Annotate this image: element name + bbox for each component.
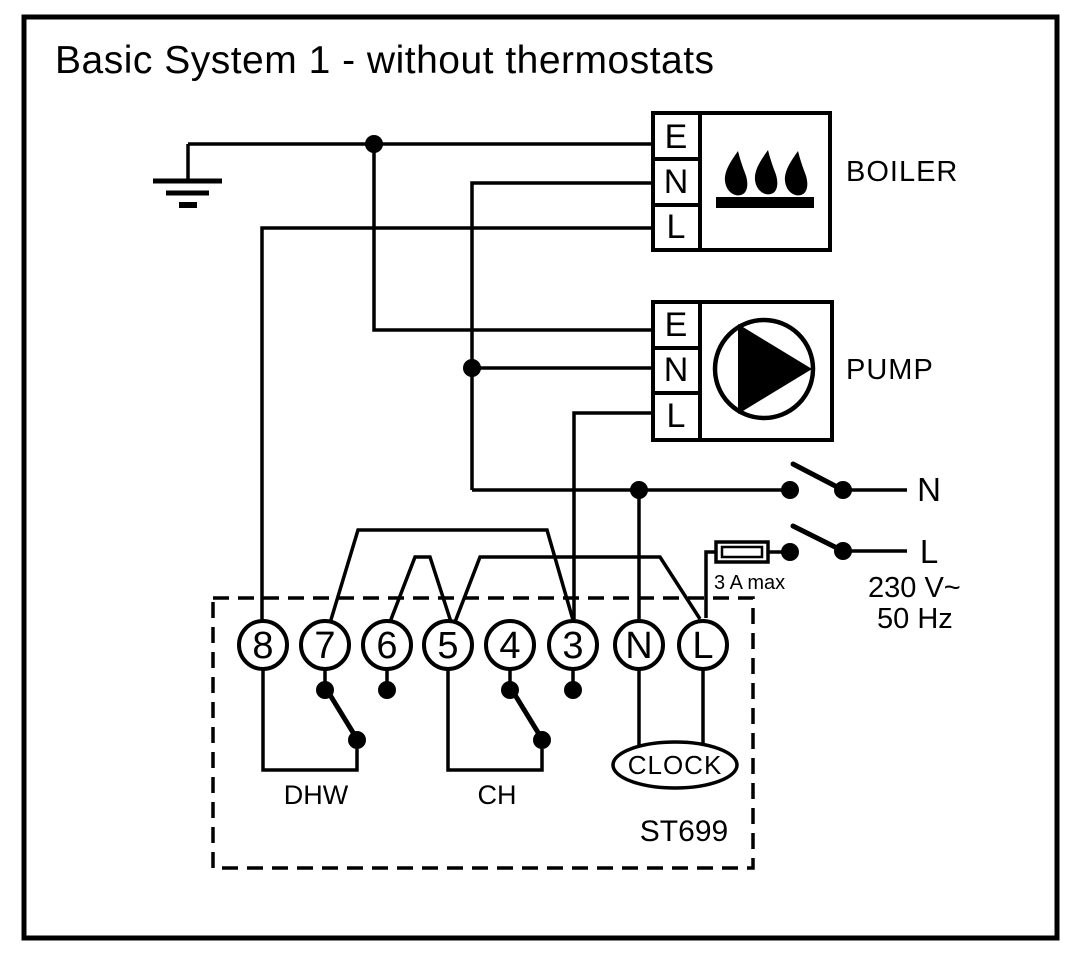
pump-terminal-l: L (667, 397, 686, 435)
junction-dot (365, 135, 383, 153)
boiler-box (651, 111, 832, 252)
boiler-terminal-l: L (667, 208, 686, 246)
link-6-to-5 (388, 555, 453, 623)
ch-label: CH (478, 780, 517, 810)
terminal-5: 5 (422, 619, 474, 671)
boiler-terminal-n: N (664, 163, 689, 201)
clock: CLOCK (611, 669, 739, 790)
live-isolator-switch: 3 A max L 230 V~ 50 Hz (714, 523, 961, 635)
pump-label: PUMP (846, 354, 934, 386)
supply-voltage-label: 230 V~ (868, 572, 961, 604)
terminal-8: 8 (237, 619, 289, 671)
link-7-to-3 (328, 528, 575, 624)
svg-text:8: 8 (252, 625, 273, 667)
boiler-terminal-e: E (665, 118, 688, 156)
terminal-3: 3 (547, 619, 599, 671)
svg-text:4: 4 (499, 625, 520, 667)
svg-text:N: N (625, 625, 652, 667)
junction-dot (463, 359, 481, 377)
programmer-model-label: ST699 (640, 815, 728, 848)
pump-unit: E N L PUMP (651, 300, 934, 442)
supply-frequency-label: 50 Hz (877, 603, 953, 635)
wire-fuse-to-terminal-l (704, 550, 716, 618)
clock-ellipse (611, 740, 739, 790)
wires (188, 135, 790, 622)
wire-boiler-l-to-8 (260, 226, 653, 622)
terminal-7: 7 (299, 619, 351, 671)
terminal-links (328, 528, 702, 624)
svg-text:3: 3 (562, 625, 583, 667)
clock-label: CLOCK (628, 750, 723, 780)
terminal-n: N (613, 619, 665, 671)
fuse-rating-label: 3 A max (714, 572, 785, 594)
dhw-switch: DHW (261, 669, 396, 810)
programmer-terminals: 8 7 6 5 4 3 N L (237, 619, 729, 671)
supply-live-label: L (920, 533, 938, 570)
wire-neutral-feed (470, 181, 653, 490)
pump-terminal-n: N (664, 351, 689, 389)
pump-terminal-e: E (665, 306, 688, 344)
dhw-label: DHW (284, 780, 349, 810)
svg-text:7: 7 (314, 625, 335, 667)
terminal-l: L (677, 619, 729, 671)
svg-text:5: 5 (437, 625, 458, 667)
neutral-isolator-switch: N (781, 461, 941, 508)
terminal-6: 6 (361, 619, 413, 671)
pump-icon (712, 317, 816, 421)
pump-box (651, 300, 834, 442)
diagram-title: Basic System 1 - without thermostats (55, 39, 715, 82)
boiler-unit: E N L BOILER (651, 111, 958, 252)
supply-neutral-label: N (917, 471, 941, 508)
terminal-4: 4 (484, 619, 536, 671)
wire-earth-to-pump-e (372, 144, 653, 332)
svg-text:L: L (692, 625, 713, 667)
link-5-to-l (453, 555, 702, 623)
svg-text:6: 6 (376, 625, 397, 667)
fuse-icon (714, 540, 770, 564)
earth-symbol-icon (153, 144, 222, 208)
programmer-box (211, 596, 755, 870)
boiler-label: BOILER (846, 156, 958, 188)
ch-switch: CH (446, 669, 582, 810)
diagram-border (21, 14, 1060, 941)
flame-icon (716, 150, 814, 208)
wire-pump-l-to-3 (572, 411, 653, 619)
